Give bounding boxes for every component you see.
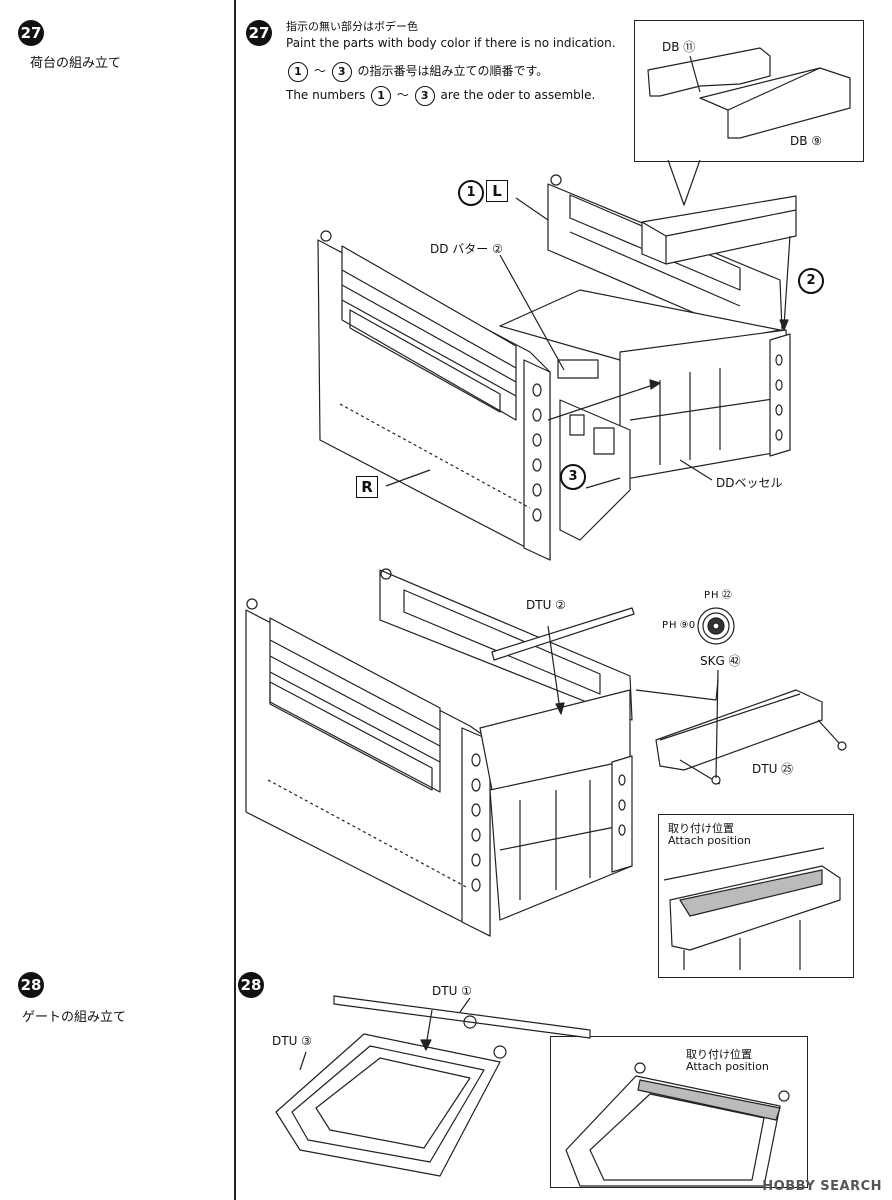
order-en-text: are the oder to assemble. (440, 88, 596, 102)
db-inset-drawing (647, 47, 851, 139)
label-dd-batter: DD バター ② (430, 242, 503, 256)
attach-en-top: Attach position (668, 834, 751, 847)
column-divider (234, 0, 236, 1200)
label-dd-bessel: DDベッセル (716, 476, 783, 490)
label-dtu3: DTU ③ (272, 1034, 312, 1048)
stake-holes-top (532, 354, 783, 522)
stake-holes-middle (471, 753, 626, 892)
left-side-marker: L (486, 180, 508, 202)
attach-en-bottom: Attach position (686, 1060, 769, 1073)
note-jp: 指示の無い部分はボデー色 (286, 20, 418, 33)
label-ph90: P H ⑨0 (662, 620, 696, 631)
attach-drawing-top (663, 847, 841, 970)
order-note-jp: 1 ～ 3 の指示番号は組み立ての順番です。 (286, 62, 548, 82)
order-en-end-circle: 3 (414, 86, 435, 106)
attach-drawing-bottom (565, 1062, 790, 1187)
order-start-circle: 1 (288, 62, 308, 82)
order-end-circle: 3 (331, 62, 352, 82)
gate-assembly (275, 995, 591, 1177)
step-28-title: ゲートの組み立て (22, 1010, 127, 1025)
attach-jp-bottom: 取り付け位置 (686, 1048, 752, 1061)
bed-assembly-top (317, 174, 797, 561)
label-dtu25: DTU ㉕ (752, 762, 794, 776)
step-27-title: 荷台の組み立て (30, 56, 122, 71)
label-dtu2: DTU ② (526, 598, 566, 612)
label-skg82: SKG ㊷ (700, 654, 741, 668)
step-27-badge: 27 (18, 20, 44, 46)
order-1-marker: 1 (458, 180, 484, 206)
order-en-start-circle: 1 (371, 86, 392, 106)
label-dtu1: DTU ① (432, 984, 472, 998)
order-3-marker: 3 (560, 464, 586, 490)
right-side-marker: R (356, 476, 378, 498)
order-note-en: The numbers 1 ～ 3 are the oder to assemb… (286, 86, 595, 106)
watermark: HOBBY SEARCH (762, 1179, 882, 1194)
attach-jp-top: 取り付け位置 (668, 822, 734, 835)
label-ph92: P H ㉒ (704, 590, 732, 601)
note-en: Paint the parts with body color if there… (286, 36, 616, 50)
label-db11: DB ⑪ (662, 40, 696, 54)
order-en-tilde: ～ (396, 88, 409, 102)
step-28-badge: 28 (18, 972, 44, 998)
order-jp-text: の指示番号は組み立ての順番です。 (357, 64, 549, 78)
label-db9: DB ⑨ (790, 134, 823, 148)
step-28-badge-main: 28 (238, 972, 264, 998)
order-tilde: ～ (313, 64, 326, 78)
wheel-gasket (697, 607, 735, 645)
bed-assembly-middle (245, 568, 847, 937)
order-en-pre: The numbers (286, 88, 366, 102)
order-2-marker: 2 (798, 268, 824, 294)
step-27-badge-main: 27 (246, 20, 272, 46)
